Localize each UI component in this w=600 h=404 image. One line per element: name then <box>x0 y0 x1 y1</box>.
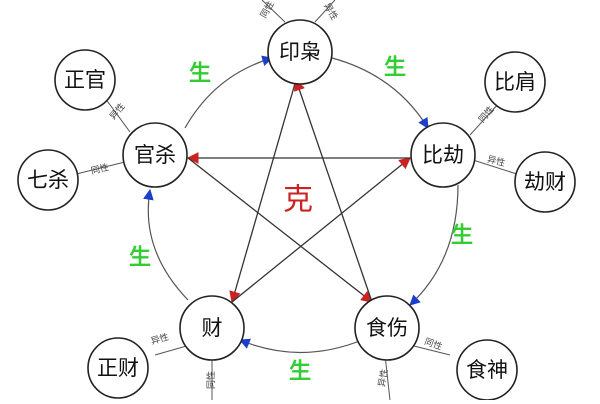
node-cai: 财 <box>179 295 245 361</box>
node-guan: 官杀 <box>122 122 188 188</box>
spoke-shi-shishen <box>409 344 451 356</box>
sheng-arc-guan-yin <box>184 55 274 129</box>
spoke-label-shi-shishen: 同性 <box>423 335 444 352</box>
node-yin-label: 印枭 <box>279 40 321 64</box>
spoke-label-bi-bijian: 同性 <box>476 104 497 126</box>
ke-line-yin-cai <box>229 79 297 304</box>
sat-zhengcai-label: 正财 <box>97 356 139 380</box>
spoke-bi-bijian <box>469 101 501 136</box>
sat-qisha: 七杀 <box>17 149 79 211</box>
sat-zhengguan-label: 正官 <box>64 68 106 92</box>
sheng-arc-yin-bi <box>331 57 429 129</box>
sheng-label-cai-guan: 生 <box>129 246 151 271</box>
sat-bijian-label: 比肩 <box>494 70 536 94</box>
ke-label: 克 <box>283 183 313 218</box>
sheng-label-yin-bi: 生 <box>384 56 406 81</box>
spoke-label-guan-zhengguan: 异性 <box>107 101 128 123</box>
sheng-label-bi-shi: 生 <box>451 224 473 249</box>
sat-qisha-label: 七杀 <box>27 168 69 192</box>
ke-line-cai-bi <box>231 157 411 303</box>
spoke-label-cai-zhengcai: 异性 <box>149 331 170 347</box>
spoke-yin-right <box>314 0 336 23</box>
sat-jiecai-label: 劫财 <box>524 170 566 194</box>
spoke-yin-left <box>261 0 286 23</box>
sat-zhengguan: 正官 <box>54 49 116 111</box>
sat-jiecai: 劫财 <box>514 151 576 213</box>
sheng-arc-shi-cai <box>239 338 363 354</box>
spoke-guan-qisha <box>71 161 126 176</box>
spoke-shi-down <box>384 354 391 401</box>
sheng-arc-cai-guan <box>143 188 189 301</box>
sat-shishen-label: 食神 <box>466 358 508 382</box>
node-cai-label: 财 <box>202 316 223 340</box>
node-guan-label: 官杀 <box>134 143 176 167</box>
spoke-label-shi-down: 异性 <box>376 368 391 388</box>
sheng-label-shi-cai: 生 <box>289 360 311 385</box>
spoke-label-guan-qisha: 同性 <box>90 161 110 177</box>
ke-line-guan-shi <box>187 157 373 303</box>
ke-line-shi-yin <box>293 78 373 303</box>
node-bi-label: 比劫 <box>422 143 464 167</box>
spoke-guan-zhengguan <box>104 97 131 133</box>
node-bi: 比劫 <box>410 122 476 188</box>
sat-zhengcai: 正财 <box>87 337 149 399</box>
spoke-bi-jiecai <box>472 159 521 176</box>
spoke-label-cai-down: 同性 <box>205 371 217 389</box>
sheng-arc-bi-shi <box>409 184 459 306</box>
spoke-label-yin-right: 异性 <box>321 1 340 23</box>
sat-bijian: 比肩 <box>484 51 546 113</box>
sheng-label-guan-yin: 生 <box>189 62 211 87</box>
sat-shishen: 食神 <box>456 339 518 401</box>
spoke-label-bi-jiecai: 异性 <box>486 153 506 169</box>
node-shi-label: 食伤 <box>366 316 408 340</box>
node-shi: 食伤 <box>354 295 420 361</box>
node-yin: 印枭 <box>267 19 333 85</box>
spoke-label-yin-left: 同性 <box>257 0 276 20</box>
spoke-cai-zhengcai <box>154 344 191 356</box>
